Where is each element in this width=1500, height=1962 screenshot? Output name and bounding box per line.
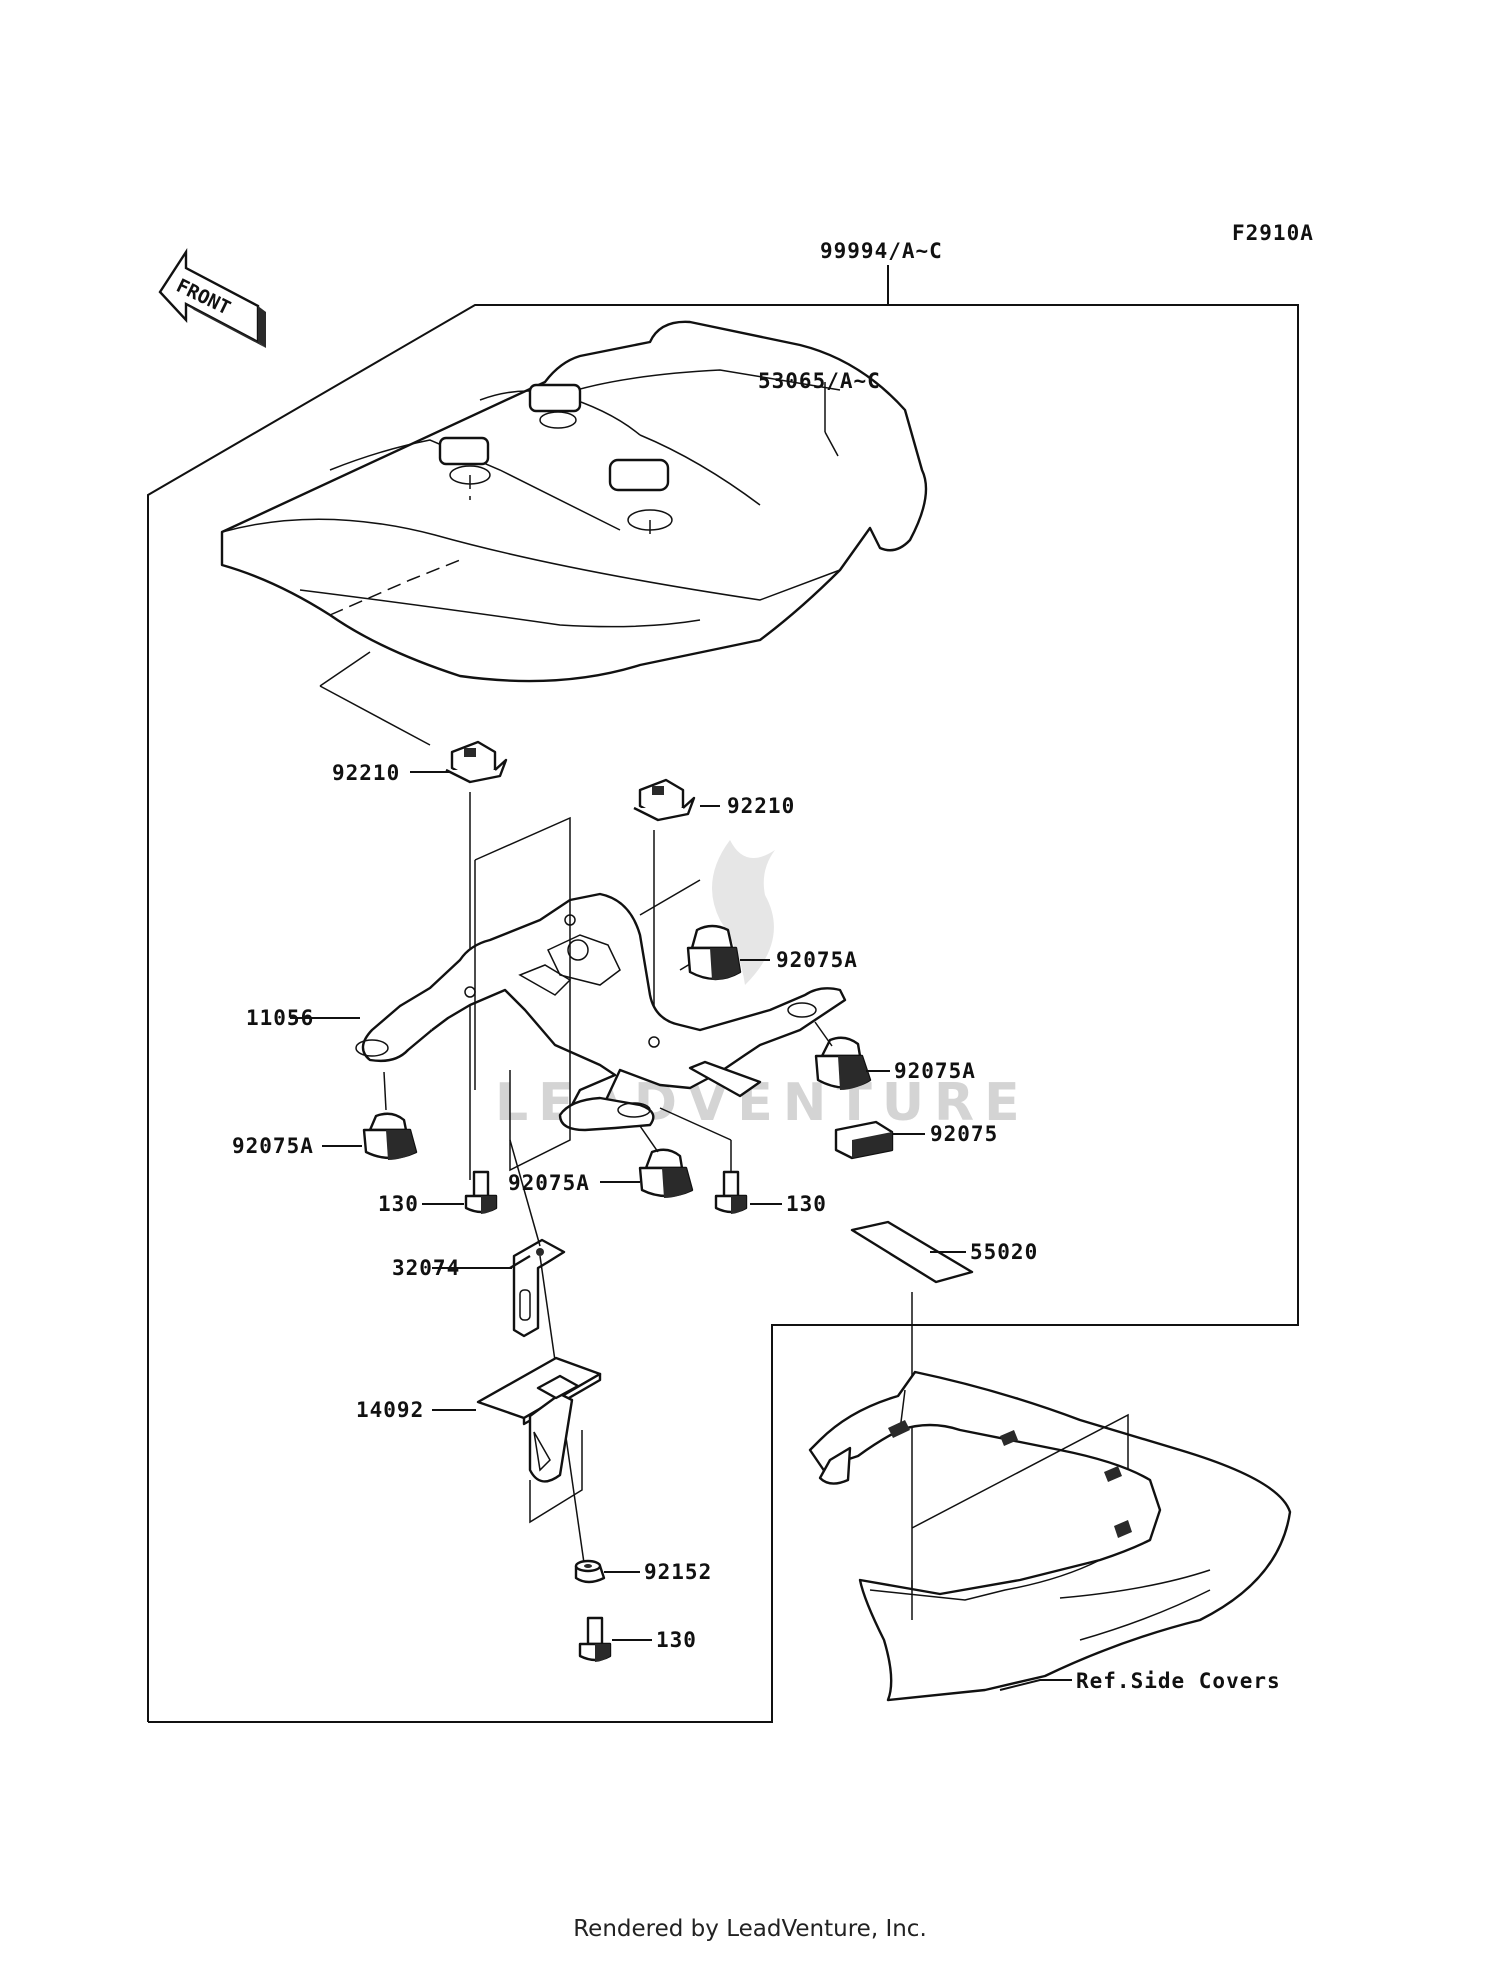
label-92210-left: 92210 [332, 761, 400, 785]
seat-cover [220, 320, 928, 683]
assembly-frame [147, 265, 1299, 1723]
damper-center [638, 1148, 694, 1198]
axis-line-bolt-right-2 [659, 1107, 732, 1141]
label-14092: 14092 [356, 1398, 424, 1422]
label-130-bottom: 130 [656, 1628, 697, 1652]
damper-small [834, 1120, 894, 1160]
nut [574, 1559, 606, 1584]
leader-line-cover-2 [319, 685, 431, 746]
label-53065: 53065/A~C [758, 369, 881, 393]
diagram-id: F2910A [1232, 221, 1314, 245]
projection-holder [529, 1430, 583, 1524]
label-11056: 11056 [246, 1006, 314, 1030]
damper-right [814, 1036, 872, 1090]
label-99994: 99994/A~C [820, 239, 943, 263]
projection-lines [474, 816, 701, 1172]
mounting-plate [355, 892, 847, 1132]
pad [850, 1220, 974, 1284]
bolt-right [714, 1170, 748, 1214]
clip-right [633, 778, 696, 822]
bracket [509, 1238, 566, 1338]
axis-line-bracket-2 [509, 1139, 541, 1247]
holder [476, 1356, 602, 1483]
label-92210-right: 92210 [727, 794, 795, 818]
axis-line-damper-center [639, 1125, 659, 1153]
bolt-left [464, 1170, 498, 1214]
label-92152: 92152 [644, 1560, 712, 1584]
label-92075A-right: 92075A [894, 1059, 976, 1083]
leader-ref-side-covers [999, 1679, 1072, 1691]
axis-line-damper-right [814, 1021, 833, 1047]
leader-line-cover [319, 651, 371, 687]
label-130-left: 130 [378, 1192, 419, 1216]
projection-side-cover [911, 1413, 1129, 1529]
footer-credit: Rendered by LeadVenture, Inc. [573, 1916, 927, 1942]
damper-upper-right [686, 924, 742, 981]
label-92075: 92075 [930, 1122, 998, 1146]
damper-left [362, 1112, 418, 1160]
label-55020: 55020 [970, 1240, 1038, 1264]
bolt-bottom [578, 1616, 612, 1662]
label-ref-side-covers: Ref.Side Covers [1076, 1669, 1281, 1693]
label-92075A-left: 92075A [232, 1134, 314, 1158]
label-92075A-upper: 92075A [776, 948, 858, 972]
label-32074: 32074 [392, 1256, 460, 1280]
front-arrow-icon: FRONT [158, 247, 266, 348]
label-130-right: 130 [786, 1192, 827, 1216]
side-covers-reference [808, 1370, 1292, 1702]
axis-line-damper-left [383, 1071, 387, 1111]
clip-left [445, 740, 508, 784]
